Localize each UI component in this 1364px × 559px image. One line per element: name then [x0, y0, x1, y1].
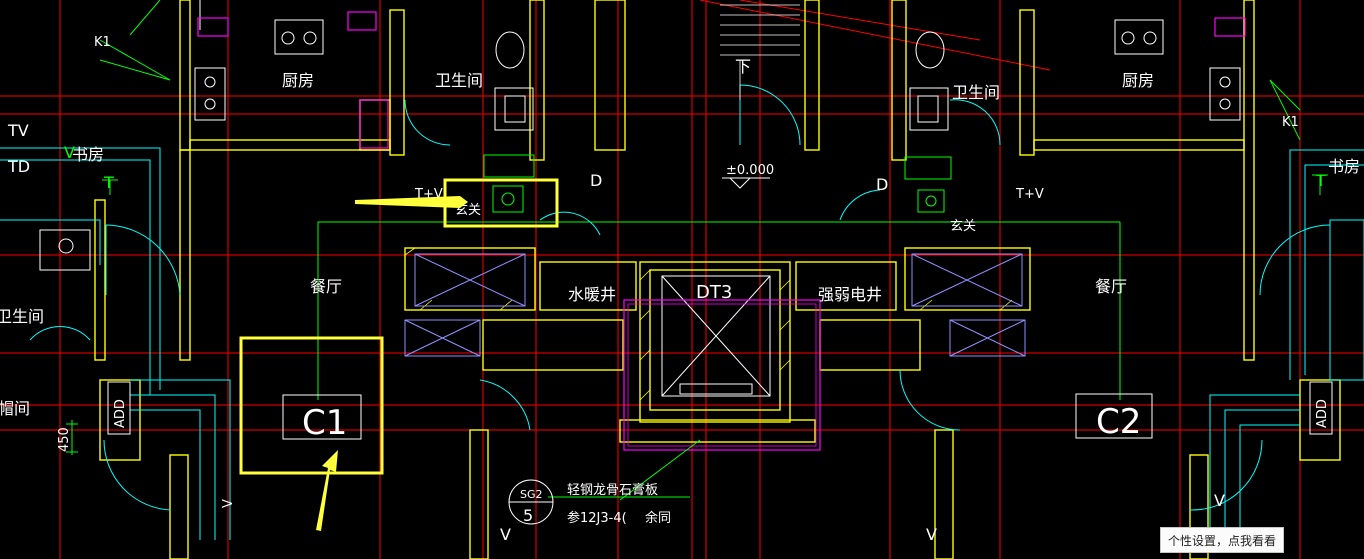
svg-text:V: V [1214, 491, 1225, 510]
walls [94, 0, 1341, 559]
shaft-crosses [404, 253, 1026, 357]
svg-text:下: 下 [735, 57, 751, 76]
highlight-box-c1 [239, 336, 384, 475]
svg-text:T+V: T+V [1015, 187, 1044, 202]
stair [720, 4, 800, 100]
label-kitchen-right: 厨房 [1122, 71, 1154, 90]
svg-text:D: D [876, 175, 888, 194]
svg-text:K1: K1 [94, 35, 111, 50]
dimension-450: 450 [57, 420, 78, 455]
svg-text:TD: TD [7, 157, 30, 176]
material-note: SG2 5 轻钢龙骨石膏板 参12J3-4( 余同 [508, 479, 671, 526]
room-labels: 厨房 厨房 卫生间 卫生间 卫生间 书房 书房 玄关 玄关 餐厅 餐厅 水暖井 … [0, 71, 1360, 418]
cyan-lines [0, 147, 1364, 540]
label-dining-right: 餐厅 [1095, 277, 1127, 296]
magenta-symbols [197, 11, 1246, 149]
label-hall-right: 玄关 [950, 219, 976, 234]
note-code-bottom: 5 [523, 506, 533, 525]
svg-text:±0.000: ±0.000 [726, 163, 774, 178]
wiring [99, 0, 1328, 501]
svg-text:450: 450 [57, 427, 72, 452]
label-elec-shaft: 强弱电井 [818, 285, 882, 304]
svg-text:ADD: ADD [113, 399, 128, 428]
svg-text:K1: K1 [1282, 115, 1299, 130]
green-boxes [483, 154, 952, 213]
label-dining-left: 餐厅 [310, 277, 342, 296]
svg-text:T: T [103, 173, 114, 192]
wall-hatch [404, 247, 1013, 401]
label-study-left: 书房 [72, 145, 104, 164]
svg-text:V: V [926, 525, 937, 544]
label-bath-left: 卫生间 [435, 71, 483, 90]
window-c2-label: C2 [1096, 402, 1141, 442]
window-c1[interactable]: C1 [282, 394, 362, 443]
note-rest: 余同 [645, 510, 671, 526]
label-bath-far-left: 卫生间 [0, 307, 44, 326]
elevation-marker: ±0.000 [722, 163, 774, 189]
svg-text:V: V [500, 525, 511, 544]
add-box-left: ADD [107, 381, 131, 435]
label-water-shaft: 水暖井 [568, 285, 616, 304]
settings-tooltip-button[interactable]: 个性设置，点我看看 [1160, 527, 1284, 553]
svg-text:V: V [221, 499, 236, 508]
svg-text:TV: TV [7, 121, 29, 140]
fixtures [39, 0, 1241, 271]
svg-text:ADD: ADD [1315, 399, 1330, 428]
note-ref: 参12J3-4( [567, 510, 627, 526]
svg-text:V: V [64, 143, 75, 162]
label-elevator: DT3 [696, 282, 732, 303]
label-study-right: 书房 [1328, 157, 1360, 176]
door-swings [29, 84, 1331, 511]
symbol-tags: K1 K1 TV TD V T T T+V T+V D D 下 V V V V [7, 35, 1326, 544]
label-partial-left: 帽间 [0, 399, 30, 418]
arrow-icon [355, 196, 468, 208]
svg-text:T: T [1315, 171, 1326, 190]
arrow-up-icon [316, 450, 338, 531]
note-title: 轻钢龙骨石膏板 [567, 482, 658, 498]
add-box-right: ADD [1309, 381, 1333, 435]
window-c2[interactable]: C2 [1075, 393, 1153, 442]
elevator-car [623, 275, 821, 451]
window-c1-label: C1 [302, 403, 347, 443]
note-code-top: SG2 [520, 488, 543, 501]
label-bath-right: 卫生间 [952, 83, 1000, 102]
svg-text:D: D [590, 171, 602, 190]
label-kitchen-left: 厨房 [282, 71, 314, 90]
